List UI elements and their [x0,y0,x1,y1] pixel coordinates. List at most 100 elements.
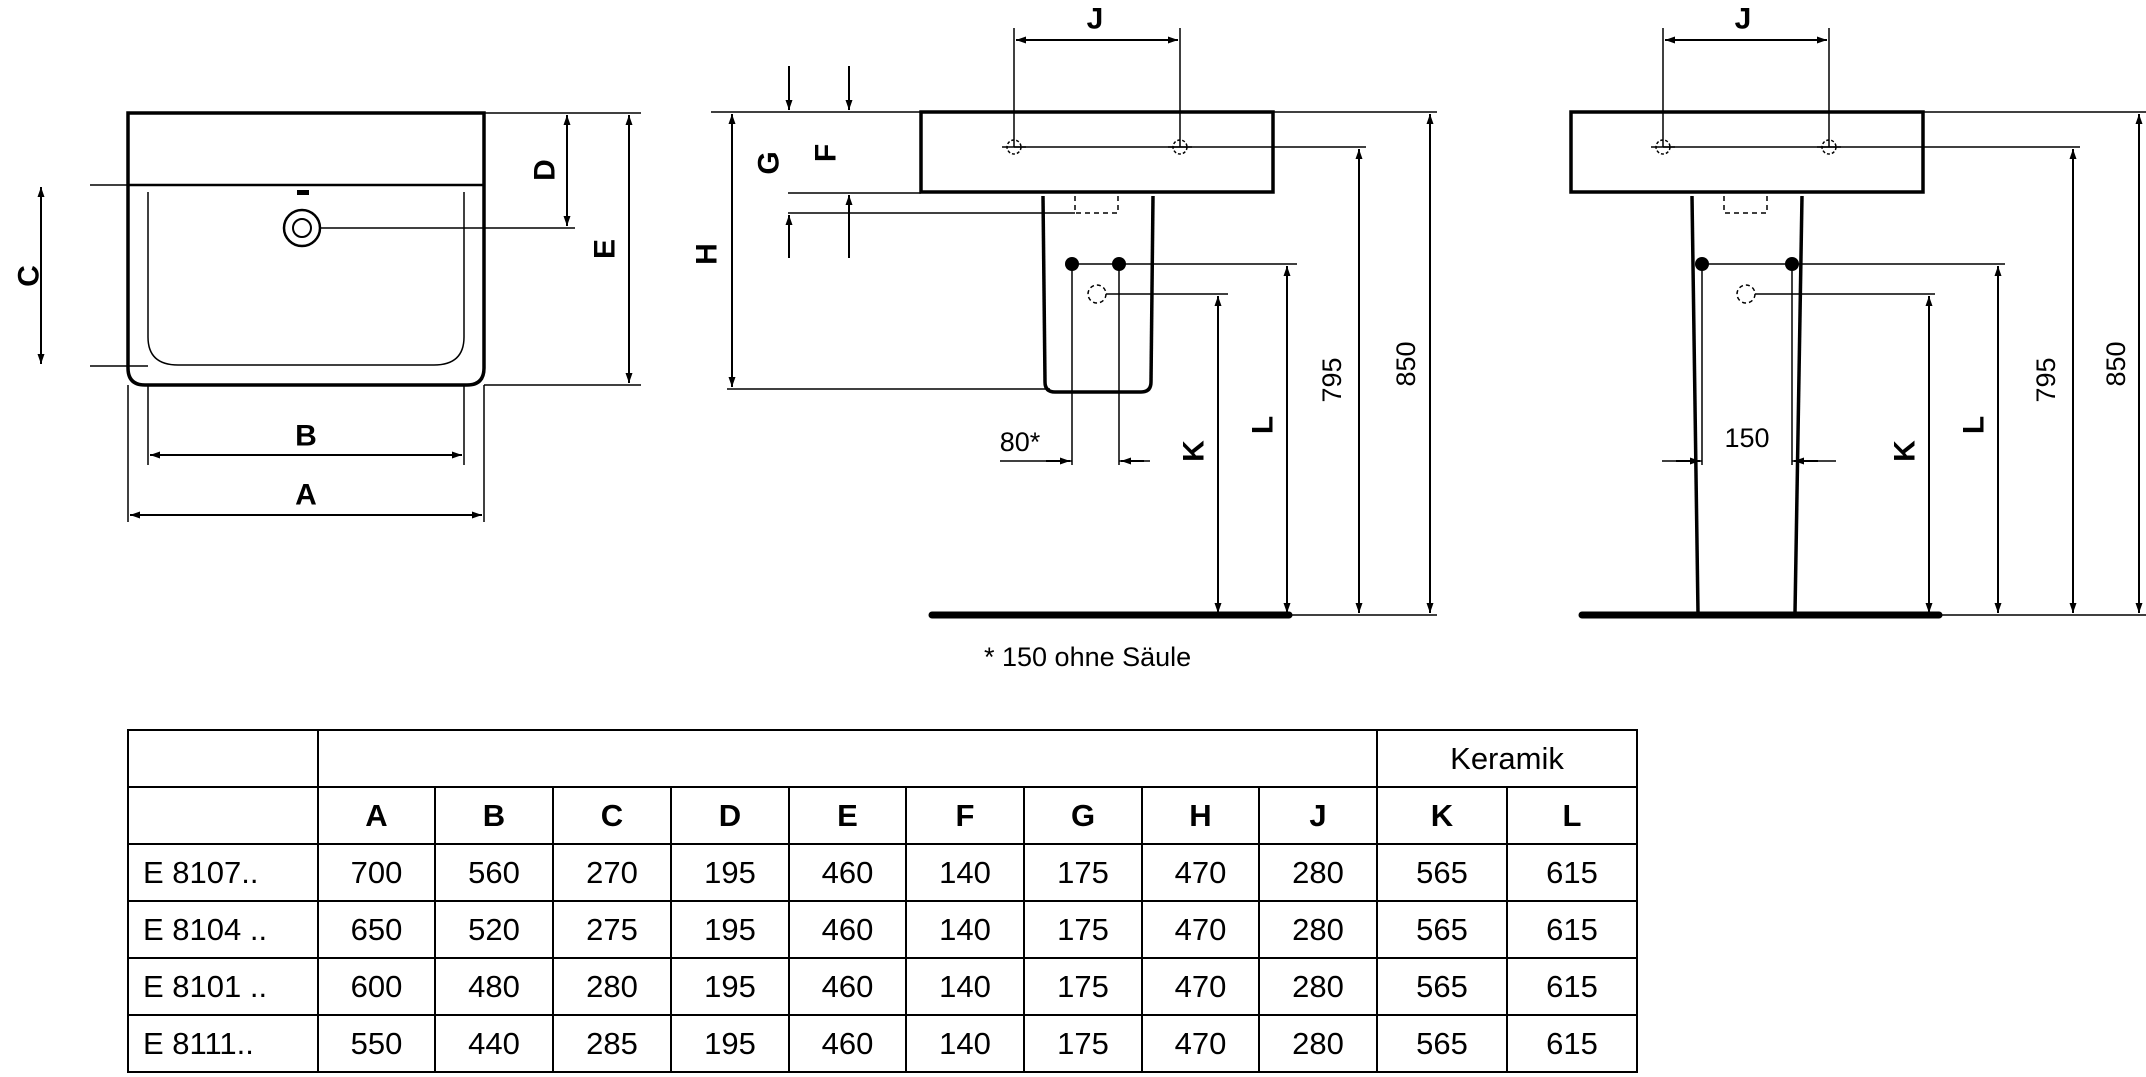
table-row-model: E 8107.. [127,843,319,902]
table-header-e: E [788,786,907,845]
table-cell-b: 520 [434,900,554,959]
table-cell-e: 460 [788,900,907,959]
side-label-k: K [1178,440,1211,462]
table-cell-l: 615 [1506,1014,1638,1073]
table-header-c: C [552,786,672,845]
front-siphon [1723,196,1768,214]
table-header-a: A [317,786,436,845]
table-header-f: F [905,786,1025,845]
table-cell-a: 650 [317,900,436,959]
table-cell-e: 460 [788,957,907,1016]
table-header-j: J [1258,786,1378,845]
technical-drawing: C D E B A [13,3,2146,672]
top-view [37,111,641,522]
side-label-g: G [753,151,786,174]
label-e: E [589,239,622,259]
table-cell-a: 550 [317,1014,436,1073]
label-b: B [295,420,317,453]
side-view [711,28,1437,619]
table-cell-g: 175 [1023,900,1143,959]
table-cell-f: 140 [905,1014,1025,1073]
side-dim-850-value: 850 [1391,341,1421,386]
table-cell-a: 700 [317,843,436,902]
table-cell-h: 470 [1141,843,1260,902]
front-label-l: L [1958,416,1991,434]
table-cell-f: 140 [905,900,1025,959]
front-dim-850-value: 850 [2101,341,2131,386]
table-cell-l: 615 [1506,900,1638,959]
label-c: C [13,265,46,287]
table-cell-g: 175 [1023,843,1143,902]
table-cell-e: 460 [788,843,907,902]
table-cell-c: 280 [552,957,672,1016]
side-label-h: H [691,243,724,265]
front-pedestal [1690,195,1804,614]
table-cell-d: 195 [670,900,790,959]
table-cell-l: 615 [1506,957,1638,1016]
front-dim-150-value: 150 [1724,423,1769,453]
table-cell-k: 565 [1376,843,1508,902]
front-basin-outline [1569,110,1925,194]
table-row-model: E 8101 .. [127,957,319,1016]
table-cell-c: 285 [552,1014,672,1073]
table-cell-h: 470 [1141,900,1260,959]
front-view [1569,28,2146,619]
table-row-model: E 8111.. [127,1014,319,1073]
basin-bowl [147,192,465,366]
table-cell-j: 280 [1258,900,1378,959]
table-cell-g: 175 [1023,1014,1143,1073]
side-dim-795-value: 795 [1317,357,1347,402]
table-header-d: D [670,786,790,845]
table-header-k: K [1376,786,1508,845]
tap-hole [282,190,322,248]
table-cell-k: 565 [1376,900,1508,959]
table-cell-d: 195 [670,1014,790,1073]
table-cell-h: 470 [1141,1014,1260,1073]
table-header-h: H [1141,786,1260,845]
basin-outline [126,111,486,387]
table-cell-g: 175 [1023,957,1143,1016]
front-dim-795-value: 795 [2031,357,2061,402]
table-header-g: G [1023,786,1143,845]
table-cell-b: 440 [434,1014,554,1073]
side-label-f: F [810,144,843,162]
footnote: * 150 ohne Säule [984,642,1191,672]
table-cell-a: 600 [317,957,436,1016]
label-d: D [529,159,562,181]
table-cell-j: 280 [1258,957,1378,1016]
table-cell-j: 280 [1258,1014,1378,1073]
table-cell-d: 195 [670,957,790,1016]
table-row-model: E 8104 .. [127,900,319,959]
table-header-l: L [1506,786,1638,845]
side-label-l: L [1247,416,1280,434]
table-cell-d: 195 [670,843,790,902]
label-a: A [295,479,317,512]
table-cell-b: 480 [434,957,554,1016]
table-corner-cell [127,729,319,788]
table-cell-j: 280 [1258,843,1378,902]
table-group-header: Keramik [1376,729,1638,788]
side-basin-outline [919,110,1275,194]
table-cell-c: 270 [552,843,672,902]
side-label-j: J [1087,3,1104,36]
table-cell-b: 560 [434,843,554,902]
table-group-row: Keramik [127,729,1638,788]
table-cell-f: 140 [905,843,1025,902]
table-cell-c: 275 [552,900,672,959]
table-cell-k: 565 [1376,957,1508,1016]
side-dim-80-value: 80* [1000,427,1041,457]
table-cell-l: 615 [1506,843,1638,902]
table-group-blank [317,729,1378,788]
side-pedestal [1041,195,1155,394]
table-cell-f: 140 [905,957,1025,1016]
front-label-j: J [1735,3,1752,36]
front-label-k: K [1889,440,1922,462]
table-cell-h: 470 [1141,957,1260,1016]
table-header-b: B [434,786,554,845]
